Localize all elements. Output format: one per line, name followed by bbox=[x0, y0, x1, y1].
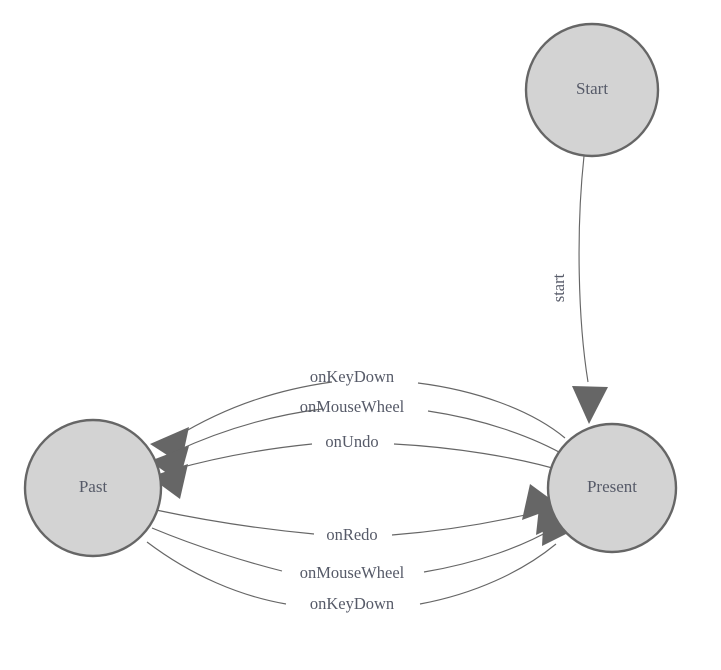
edge-onmousewheel-dn-label: onMouseWheel bbox=[300, 563, 405, 582]
edge-onredo-path-right bbox=[391, 511, 539, 536]
edge-onredo-path-left bbox=[155, 509, 315, 535]
edge-onmousewheel-dn-path-right bbox=[423, 527, 555, 573]
edge-onundo-arrowhead bbox=[150, 464, 188, 499]
node-start-label: Start bbox=[576, 79, 608, 98]
edge-onredo-past-to-present[interactable]: onRedo bbox=[155, 484, 560, 544]
edge-onkeydown-dn-path-left bbox=[146, 541, 287, 605]
node-present-circle bbox=[546, 422, 678, 554]
edge-start-arrowhead bbox=[572, 386, 608, 424]
edge-onmousewheel-up-path-left bbox=[173, 408, 323, 453]
edge-onmousewheel-up-label: onMouseWheel bbox=[300, 397, 405, 416]
node-present[interactable]: Present bbox=[546, 422, 678, 554]
edge-onundo-present-to-past[interactable]: onUndo bbox=[150, 432, 567, 499]
edge-start[interactable]: start bbox=[549, 155, 608, 424]
edge-onkeydown-dn-path-right bbox=[419, 543, 557, 605]
node-start[interactable]: Start bbox=[524, 22, 660, 158]
node-past[interactable]: Past bbox=[23, 418, 163, 558]
edge-onmousewheel-present-to-past[interactable]: onMouseWheel bbox=[150, 397, 569, 482]
node-past-label: Past bbox=[79, 477, 108, 496]
node-present-label: Present bbox=[587, 477, 637, 496]
edge-onmousewheel-up-path-right bbox=[427, 410, 569, 458]
edge-start-label: start bbox=[549, 273, 568, 302]
edge-onkeydown-dn-label: onKeyDown bbox=[310, 594, 394, 613]
node-past-circle bbox=[23, 418, 163, 558]
edge-onundo-label: onUndo bbox=[325, 432, 378, 451]
edge-onkeydown-present-to-past[interactable]: onKeyDown bbox=[150, 367, 566, 464]
edge-onkeydown-up-label: onKeyDown bbox=[310, 367, 394, 386]
edge-onmousewheel-dn-path-left bbox=[151, 527, 283, 572]
edge-onundo-path-right bbox=[393, 443, 567, 473]
edge-onkeydown-up-path-left bbox=[175, 381, 333, 438]
node-start-circle bbox=[524, 22, 660, 158]
edge-onkeydown-dn-arrowhead bbox=[542, 509, 578, 546]
edge-onkeydown-up-path-right bbox=[417, 382, 566, 439]
edge-onredo-label: onRedo bbox=[326, 525, 377, 544]
edge-start-path bbox=[578, 155, 589, 383]
edge-onkeydown-past-to-present[interactable]: onKeyDown bbox=[146, 509, 578, 613]
edge-onundo-path-left bbox=[171, 443, 313, 471]
